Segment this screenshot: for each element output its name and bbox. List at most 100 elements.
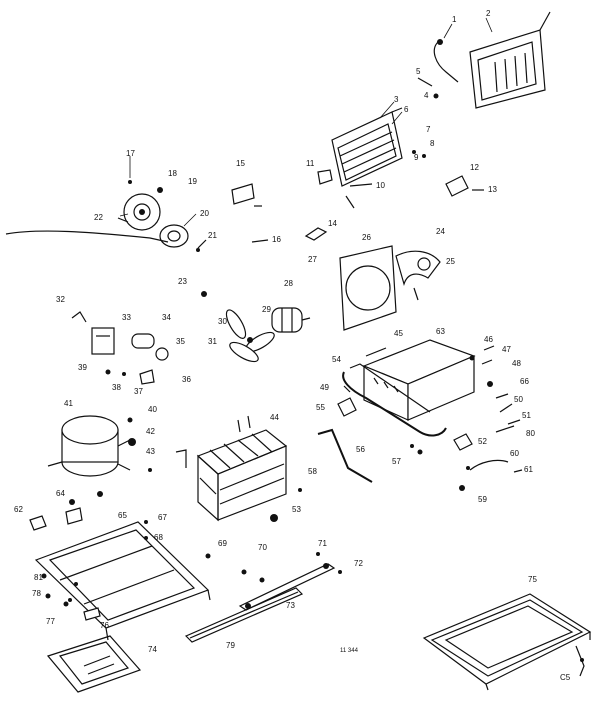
shroud-bracket: [395, 250, 441, 301]
callout-20: 20: [200, 209, 209, 218]
callout-37: 37: [134, 387, 143, 396]
callout-76: 76: [100, 621, 109, 630]
callout-77: 77: [46, 617, 55, 626]
callout-28: 28: [284, 279, 293, 288]
base-frame: [34, 521, 211, 641]
callout-70: 70: [258, 543, 267, 552]
clip-14: [304, 227, 328, 241]
fan-blade-wheel: [159, 224, 189, 248]
drain-clip-55: [337, 385, 357, 417]
relay-bracket: [231, 183, 262, 207]
callout-69: 69: [218, 539, 227, 548]
callout-67: 67: [158, 513, 167, 522]
callout-54: 54: [332, 355, 341, 364]
callout-labels: 1 2 3 4 5 6 7 8 9 10 11 12 13 14 15 16 1…: [14, 9, 571, 682]
thermostat-probe: [417, 39, 459, 99]
compressor-grommets: [127, 417, 152, 472]
callout-13: 13: [488, 185, 497, 194]
footer-mark: 11 344: [340, 648, 359, 654]
callout-10: 10: [376, 181, 385, 190]
callout-57: 57: [392, 457, 401, 466]
callout-50: 50: [514, 395, 523, 404]
leveling-screws: [41, 520, 148, 621]
callout-66: 66: [520, 377, 529, 386]
drain-tray: [342, 363, 447, 437]
callout-22: 22: [94, 213, 103, 222]
callout-55: 55: [316, 403, 325, 412]
callout-21: 21: [208, 231, 217, 240]
leader-lines: [119, 17, 493, 227]
callout-11: 11: [306, 159, 315, 168]
callout-35: 35: [176, 337, 185, 346]
callout-14: 14: [328, 219, 337, 228]
callout-74: 74: [148, 645, 157, 654]
callout-34: 34: [162, 313, 171, 322]
callout-52: 52: [478, 437, 487, 446]
callout-7: 7: [426, 125, 431, 134]
drain-tube: [317, 428, 373, 483]
callout-36: 36: [182, 375, 191, 384]
base-foot-pad: [29, 499, 83, 531]
callout-42: 42: [146, 427, 155, 436]
callout-c5: C5: [560, 673, 571, 682]
callout-19: 19: [188, 177, 197, 186]
callout-61: 61: [524, 465, 533, 474]
callout-41: 41: [64, 399, 73, 408]
callout-6: 6: [404, 105, 409, 114]
screw-21: [196, 239, 207, 252]
callout-68: 68: [154, 533, 163, 542]
callout-56: 56: [356, 445, 365, 454]
callout-51: 51: [522, 411, 531, 420]
defrost-heater: [317, 169, 373, 209]
drain-cap: [445, 175, 484, 197]
overload-protector: [105, 347, 169, 385]
callout-3: 3: [394, 95, 399, 104]
callout-9: 9: [414, 153, 419, 162]
callout-40: 40: [148, 405, 157, 414]
callout-5: 5: [416, 67, 421, 76]
callout-48: 48: [512, 359, 521, 368]
ice-rack: [175, 415, 302, 522]
callout-26: 26: [362, 233, 371, 242]
evaporator-coil: [331, 107, 426, 187]
callout-1: 1: [452, 15, 457, 24]
callout-44: 44: [270, 413, 279, 422]
callout-65: 65: [118, 511, 127, 520]
callout-25: 25: [446, 257, 455, 266]
callout-29: 29: [262, 305, 271, 314]
fan-motor-bracket: [117, 180, 163, 231]
fan-shroud: [339, 245, 397, 331]
right-hardware-group: [410, 345, 523, 491]
grommet-23: [201, 291, 207, 297]
callout-46: 46: [484, 335, 493, 344]
clip-16: [251, 239, 269, 243]
callout-64: 64: [56, 489, 65, 498]
callout-60: 60: [510, 449, 519, 458]
callout-18: 18: [168, 169, 177, 178]
callout-63: 63: [436, 327, 445, 336]
callout-71: 71: [318, 539, 327, 548]
callout-15: 15: [236, 159, 245, 168]
callout-80: 80: [526, 429, 535, 438]
callout-38: 38: [112, 383, 121, 392]
evaporator-fan-blade: [225, 309, 275, 363]
callout-33: 33: [122, 313, 131, 322]
callout-72: 72: [354, 559, 363, 568]
callout-62: 62: [14, 505, 23, 514]
callout-53: 53: [292, 505, 301, 514]
callout-23: 23: [178, 277, 187, 286]
callout-27: 27: [308, 255, 317, 264]
callout-30: 30: [218, 317, 227, 326]
callout-81: 81: [34, 573, 43, 582]
callout-8: 8: [430, 139, 435, 148]
capacitor: [131, 333, 155, 349]
power-cord-wire: [5, 230, 169, 243]
callout-39: 39: [78, 363, 87, 372]
callout-17: 17: [126, 149, 135, 158]
callout-4: 4: [424, 91, 429, 100]
compressor: [47, 415, 131, 497]
evaporator-cover: [469, 11, 551, 109]
callout-43: 43: [146, 447, 155, 456]
callout-16: 16: [272, 235, 281, 244]
